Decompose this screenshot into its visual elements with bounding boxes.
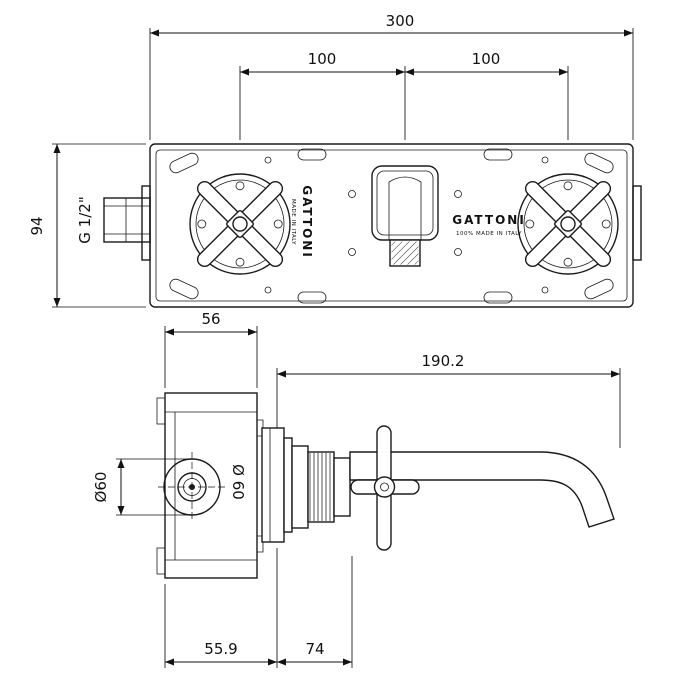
screw-holes: [264, 156, 549, 294]
dim-plate-height: 94: [28, 143, 146, 308]
brand-left-sub-label: MADE IN ITALY: [290, 199, 296, 245]
dim-valve-diameter: Ø60: [92, 458, 192, 516]
dim-plate-height-label: 94: [28, 216, 46, 235]
dim-overall-width-label: 300: [386, 12, 415, 30]
dim-diameter-body-label: Ø 60: [229, 464, 247, 500]
dim-spout-reach: 190.2: [276, 352, 621, 448]
dim-bottom-body-label: 55.9: [204, 640, 237, 658]
wall-escutcheon: [261, 427, 293, 543]
dim-bottom: 55.9 74: [164, 548, 353, 668]
dim-handle-right-label: 100: [472, 50, 501, 68]
brand-left-label: GATTONI: [300, 185, 314, 259]
side-view: 56 190.2 Ø 60 Ø60: [92, 310, 621, 668]
mounting-slots: [169, 148, 614, 304]
front-view: 300 100 100 94 G 1/2": [28, 12, 650, 308]
brand-right-label: GATTONI: [452, 213, 526, 227]
dim-spout-reach-label: 190.2: [422, 352, 465, 370]
dim-handle-spacing: 100 100: [239, 50, 569, 140]
thread-label: G 1/2": [76, 196, 94, 243]
thread-callout: G 1/2": [76, 196, 151, 244]
in-wall-body: Ø 60: [156, 392, 264, 579]
spout-side: [349, 451, 615, 528]
brand-left: GATTONI MADE IN ITALY: [290, 185, 314, 259]
dim-valve-diameter-label: Ø60: [92, 472, 110, 503]
dim-overall-width: 300: [149, 12, 634, 140]
brand-right-sub-label: 100% MADE IN ITALY: [456, 231, 522, 237]
handle-side: [350, 425, 420, 551]
center-spout-front: [371, 165, 439, 267]
dim-body-depth: 56: [164, 310, 258, 388]
dim-handle-left-label: 100: [308, 50, 337, 68]
dim-bottom-handle-label: 74: [305, 640, 324, 658]
dim-body-depth-label: 56: [201, 310, 220, 328]
inlet-stub: [103, 197, 151, 243]
brand-right: GATTONI 100% MADE IN ITALY: [452, 213, 526, 237]
cartridge-body: [291, 445, 351, 529]
mounting-plate: [141, 143, 642, 308]
